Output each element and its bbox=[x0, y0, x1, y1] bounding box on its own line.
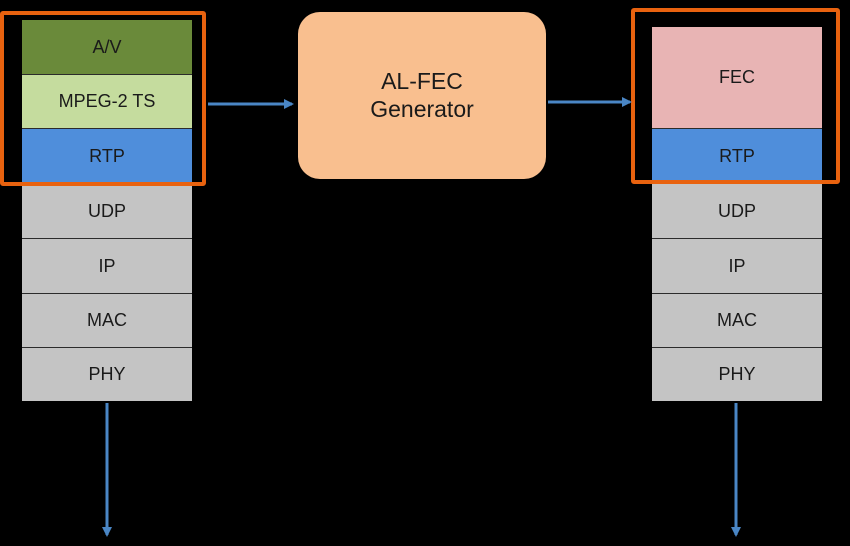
left-layer-udp: UDP bbox=[22, 184, 192, 239]
generator-title-line2: Generator bbox=[370, 95, 474, 122]
left-payload-highlight-box bbox=[0, 11, 206, 186]
left-layer-ip: IP bbox=[22, 239, 192, 294]
right-fec-highlight-box bbox=[631, 8, 840, 184]
left-layer-mac: MAC bbox=[22, 294, 192, 348]
left-layer-phy: PHY bbox=[22, 348, 192, 401]
generator-title-line1: AL-FEC bbox=[381, 67, 463, 94]
left-layer-av: A/V bbox=[22, 20, 192, 75]
right-layer-phy: PHY bbox=[652, 348, 822, 401]
right-layer-udp: UDP bbox=[652, 184, 822, 239]
right-layer-mac: MAC bbox=[652, 294, 822, 348]
left-layer-mpeg2-ts: MPEG-2 TS bbox=[22, 75, 192, 129]
right-layer-fec: FEC bbox=[652, 27, 822, 129]
al-fec-generator-box: AL-FEC Generator bbox=[298, 12, 546, 179]
right-layer-rtp: RTP bbox=[652, 129, 822, 184]
left-layer-rtp: RTP bbox=[22, 129, 192, 184]
right-layer-ip: IP bbox=[652, 239, 822, 294]
